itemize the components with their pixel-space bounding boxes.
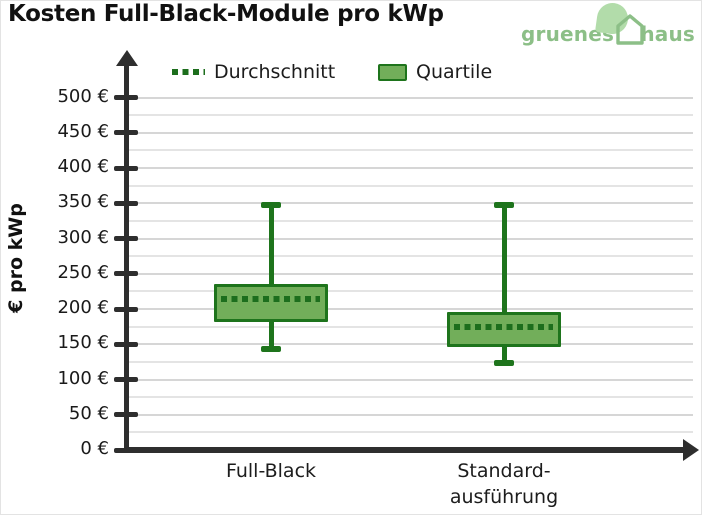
gridline-major — [129, 378, 693, 381]
boxplot-whisker — [501, 205, 507, 364]
gridline-major — [129, 343, 693, 346]
y-axis-tick-label: 200 € — [57, 297, 109, 318]
house-icon — [616, 14, 644, 45]
page-title: Kosten Full-Black-Module pro kWp — [8, 1, 444, 27]
gridline-major — [129, 272, 693, 275]
boxplot-min-cap — [261, 346, 281, 353]
boxplot-min-cap — [494, 360, 514, 367]
y-axis-tick-label: 250 € — [57, 261, 109, 283]
dotted-line-swatch-icon — [172, 69, 205, 75]
y-axis-arrow-icon — [115, 50, 138, 66]
boxplot-max-cap — [494, 202, 514, 209]
y-axis-tick-label: 0 € — [80, 438, 109, 459]
y-axis-line — [124, 63, 129, 453]
legend-item-durchschnitt: Durchschnitt — [172, 59, 335, 85]
boxplot-max-cap — [261, 202, 281, 209]
legend: Durchschnitt Quartile — [1, 59, 701, 85]
x-axis-category-label: Standard-ausführung — [449, 460, 559, 508]
logo-word-haus: haus — [640, 22, 695, 46]
gruenes-haus-logo: gruenes haus — [519, 1, 697, 51]
x-axis-category-label: Full-Black — [225, 460, 317, 482]
gridline-minor — [129, 325, 693, 328]
boxplot-mean-line — [454, 324, 553, 331]
y-axis-tick-label: 500 € — [57, 85, 109, 107]
x-axis-line — [124, 447, 685, 453]
gridline-minor — [129, 184, 693, 187]
gridline-minor — [129, 149, 693, 152]
box-swatch-icon — [378, 63, 407, 81]
gridline-minor — [129, 290, 693, 293]
gridline-major — [129, 413, 693, 416]
gridline-major — [129, 308, 693, 310]
boxplot-quartile-box — [214, 283, 328, 323]
gridline-minor — [129, 396, 693, 399]
boxplot-mean-line — [221, 296, 320, 303]
gridline-minor — [129, 219, 693, 222]
y-axis-tick-label: 400 € — [57, 156, 109, 177]
legend-item-quartile: Quartile — [378, 59, 492, 85]
legend-label: Durchschnitt — [214, 61, 336, 83]
gridline-major — [129, 202, 693, 205]
boxplot-whisker — [268, 205, 274, 350]
gridline-major — [129, 96, 693, 99]
y-axis-tick-label: 350 € — [57, 191, 109, 213]
x-axis-arrow-icon — [683, 439, 699, 461]
gridline-minor — [129, 255, 693, 258]
legend-label: Quartile — [416, 61, 493, 83]
y-axis-tick-label: 450 € — [57, 120, 109, 142]
gridline-major — [129, 131, 693, 134]
gridline-major — [129, 237, 693, 240]
y-axis-tick-label: 50 € — [68, 402, 109, 424]
y-axis-tick-label: 300 € — [57, 226, 109, 248]
gridline-minor — [129, 114, 693, 117]
gridline-major — [129, 167, 693, 169]
gridline-minor — [129, 360, 693, 363]
y-axis-tick-label: 150 € — [57, 332, 109, 354]
gridline-minor — [129, 431, 693, 434]
y-axis-tick-label: 100 € — [57, 367, 109, 389]
